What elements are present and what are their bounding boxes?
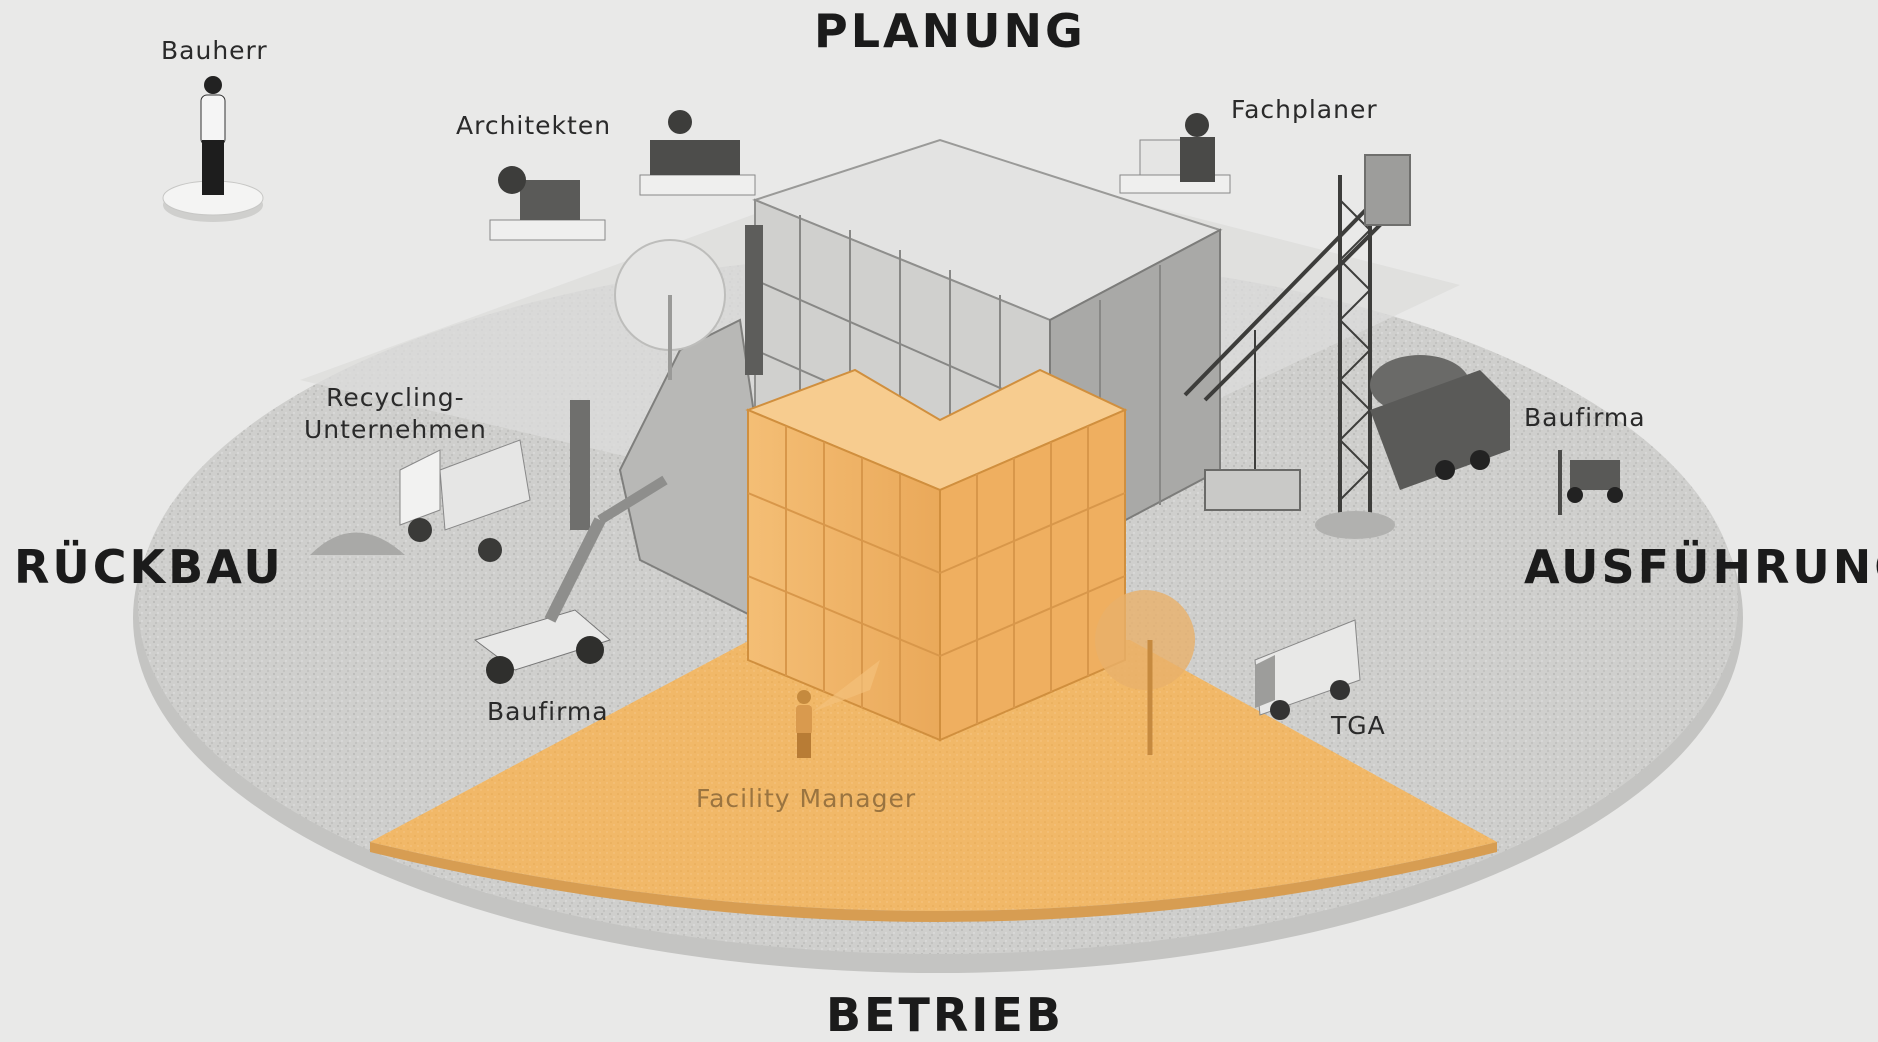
role-architekten: Architekten [456, 111, 612, 140]
role-recycling-line1: Recycling- [326, 383, 465, 412]
building-block-icon [745, 368, 1128, 742]
tower-crane-icon [1183, 154, 1411, 539]
person-tablet-icon [796, 660, 880, 758]
cement-mixer-forklift-icon [1370, 355, 1623, 515]
phase-rueckbau: RÜCKBAU [14, 540, 284, 594]
phase-planung: PLANUNG [814, 4, 1086, 58]
role-baufirma-right: Baufirma [1524, 403, 1646, 432]
excavator-robot-icon [473, 475, 668, 684]
phase-betrieb: BETRIEB [826, 988, 1064, 1042]
desk-workers-icon [489, 110, 756, 241]
desk-worker-icon [1119, 113, 1231, 194]
role-baufirma-left: Baufirma [487, 697, 609, 726]
role-recycling-line2: Unternehmen [304, 415, 487, 444]
role-facility-manager: Facility Manager [696, 784, 917, 813]
role-fachplaner: Fachplaner [1231, 95, 1378, 124]
person-standing-icon [162, 76, 264, 222]
van-icon [1254, 619, 1361, 720]
role-tga: TGA [1331, 711, 1386, 740]
phase-ausfuehrung: AUSFÜHRUNG [1524, 540, 1878, 594]
tree-icon [614, 239, 1195, 755]
role-recycling-unternehmen: Recycling- Unternehmen [304, 382, 487, 446]
betrieb-sector [370, 640, 1497, 911]
role-bauherr: Bauherr [161, 36, 268, 65]
dump-truck-icon [310, 439, 531, 562]
